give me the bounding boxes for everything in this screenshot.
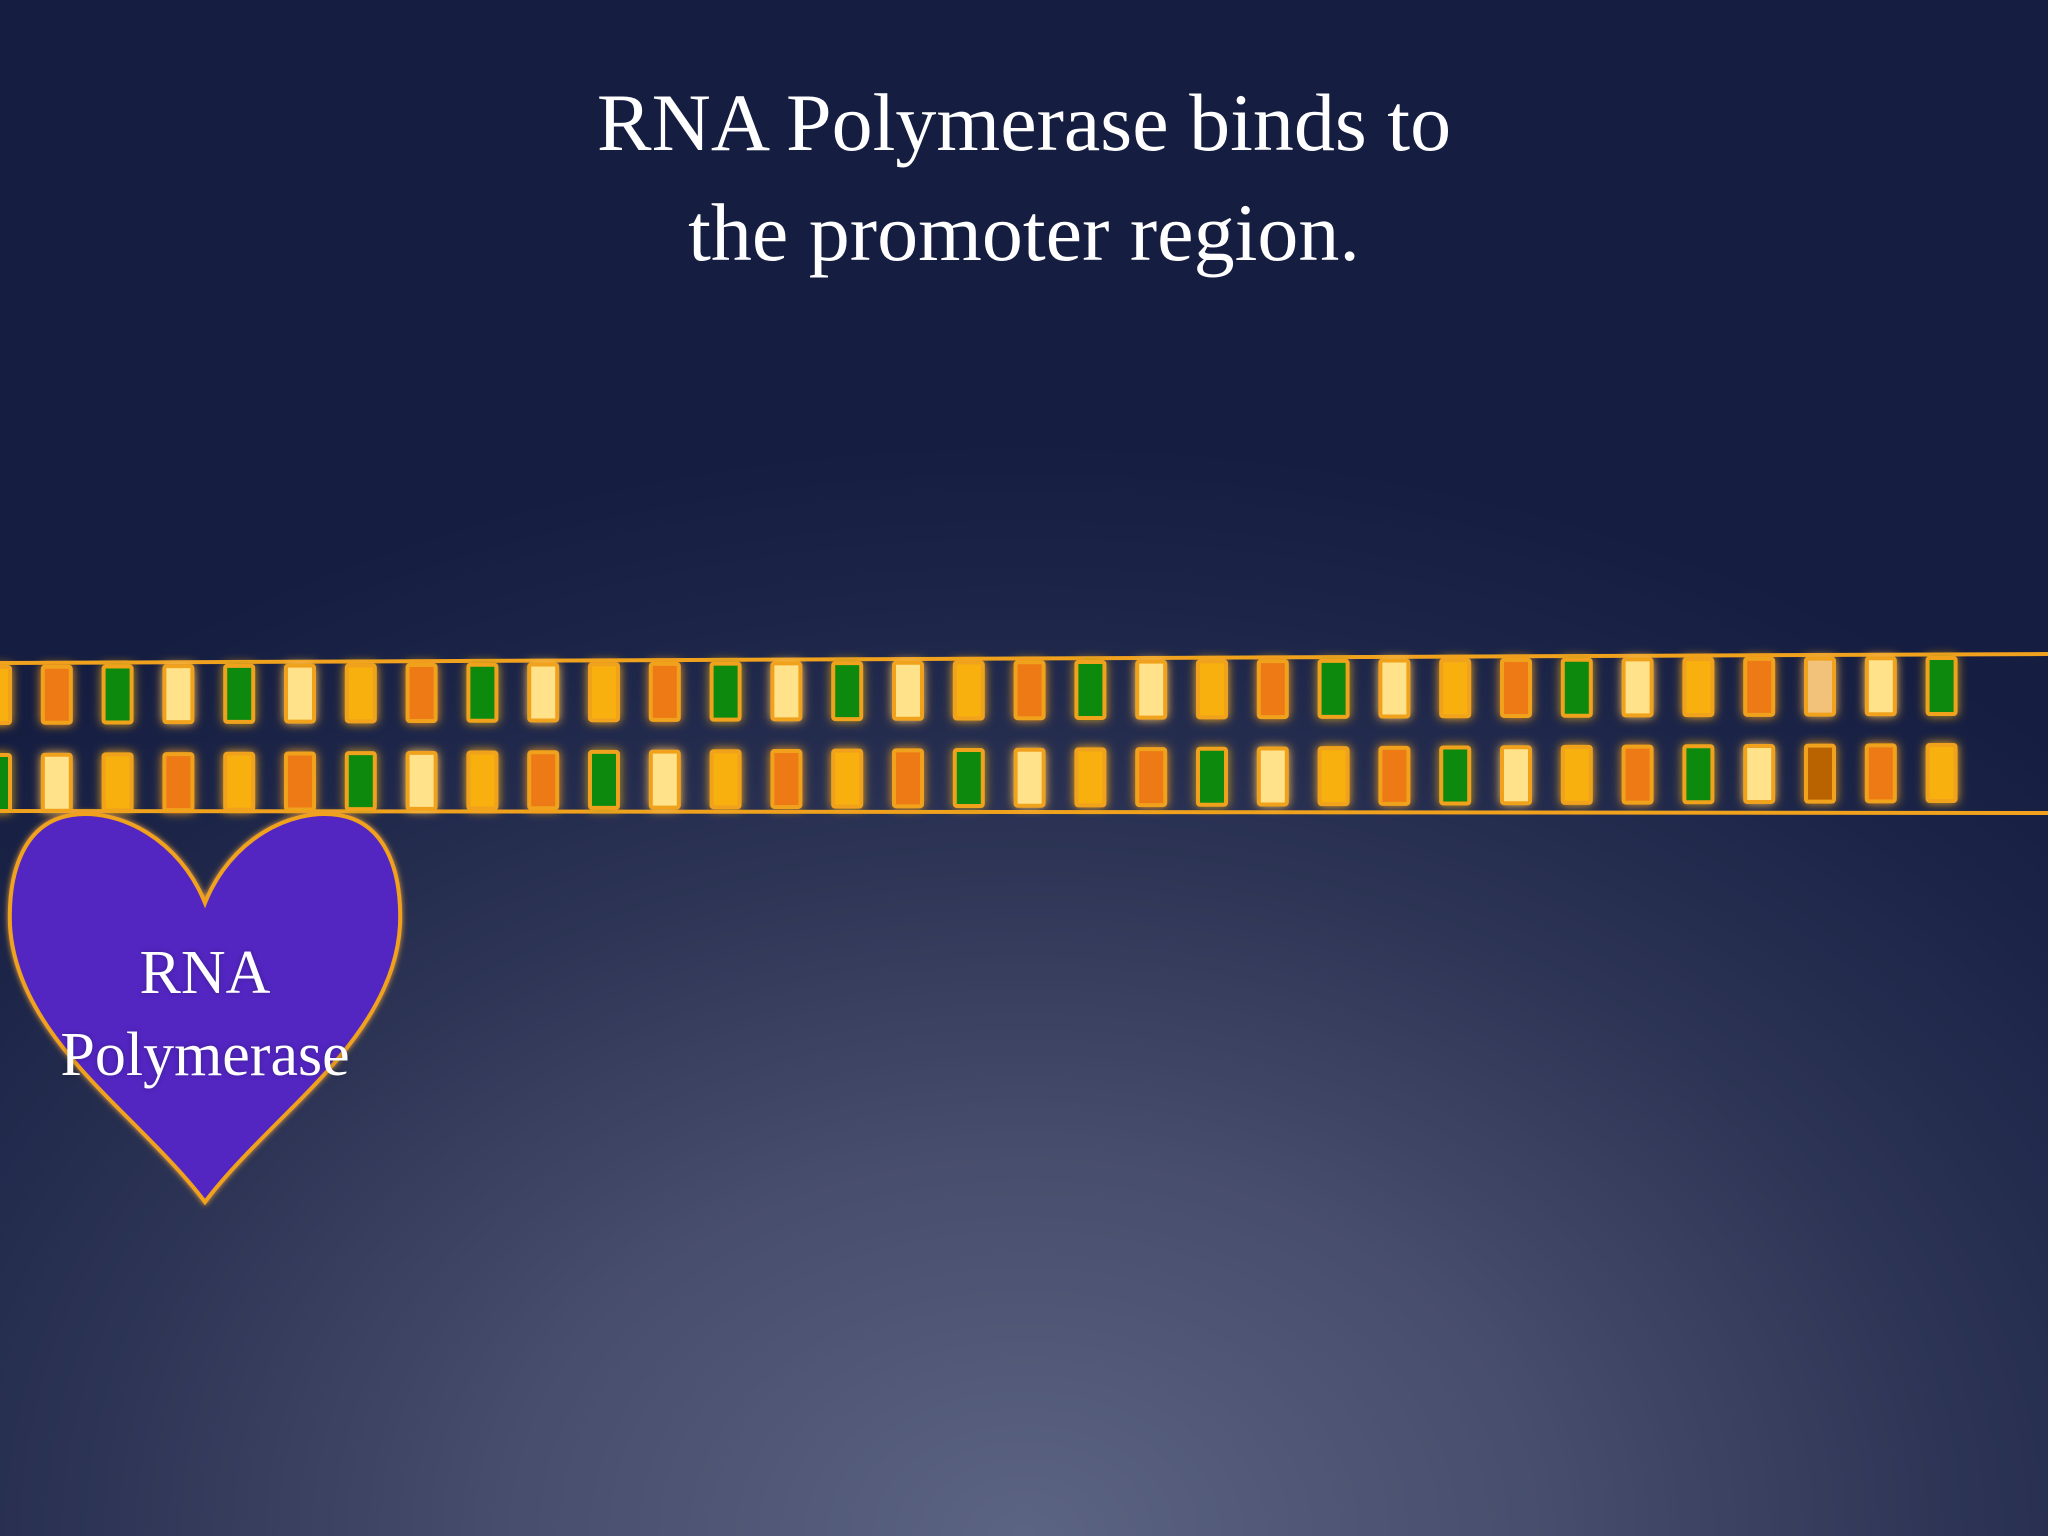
top-base-pair xyxy=(1074,659,1107,720)
bottom-base-pair xyxy=(588,749,620,810)
bottom-base-pair xyxy=(1256,746,1289,807)
bottom-base-pair xyxy=(1804,743,1836,804)
bottom-base-pair xyxy=(892,748,924,809)
top-base-pair xyxy=(1378,658,1411,719)
bottom-base-pair xyxy=(1317,746,1350,807)
top-base-pair xyxy=(1013,660,1046,721)
bottom-base-pair xyxy=(1439,745,1472,806)
bottom-base-pair xyxy=(527,750,560,811)
enzyme-label-line-1: RNA xyxy=(139,939,271,1007)
top-base-pair xyxy=(1804,656,1836,717)
bottom-base-pair xyxy=(1013,747,1046,808)
top-base-pair xyxy=(284,663,316,724)
dna-bottom-strand xyxy=(0,743,1958,813)
bottom-base-pair xyxy=(1682,744,1715,805)
top-base-pair xyxy=(0,665,12,725)
bottom-base-pair xyxy=(40,752,73,813)
top-base-pair xyxy=(344,663,377,724)
bottom-base-pair xyxy=(831,748,864,809)
top-base-pair xyxy=(1743,656,1776,717)
bottom-base-pair xyxy=(1196,746,1228,807)
top-base-pair xyxy=(648,661,681,722)
bottom-base-pair xyxy=(1074,747,1107,808)
top-base-pair xyxy=(40,664,73,725)
bottom-base-pair xyxy=(223,751,256,812)
bottom-base-pair xyxy=(952,748,985,808)
bottom-base-pair xyxy=(405,750,438,811)
top-base-pair xyxy=(709,661,742,722)
bottom-base-pair xyxy=(101,752,134,813)
bottom-base-pair xyxy=(1621,744,1654,805)
bottom-base-pair xyxy=(709,749,742,810)
enzyme-label: RNA Polymerase xyxy=(0,932,410,1096)
bottom-base-pair xyxy=(1500,745,1532,806)
bottom-base-pair xyxy=(1560,744,1593,805)
top-backbone-line xyxy=(0,652,2048,665)
bottom-base-pair xyxy=(284,751,316,812)
enzyme-label-line-2: Polymerase xyxy=(60,1021,350,1089)
top-base-pair xyxy=(1864,656,1897,717)
top-base-pair xyxy=(770,661,803,722)
bottom-base-pair xyxy=(1864,743,1897,804)
bottom-base-pair xyxy=(1135,747,1168,808)
top-base-pair xyxy=(223,663,256,724)
top-base-pair xyxy=(1500,657,1532,718)
top-base-pair xyxy=(527,662,560,723)
bottom-base-pair xyxy=(0,753,12,813)
top-base-pair xyxy=(1317,658,1350,719)
top-base-pair xyxy=(831,661,864,722)
top-base-pair xyxy=(1621,657,1654,718)
top-base-pair xyxy=(101,664,134,725)
top-base-pair xyxy=(1925,656,1958,716)
bottom-base-pair xyxy=(770,748,803,809)
bottom-base-pair xyxy=(1743,743,1776,804)
slide-title: RNA Polymerase binds to the promoter reg… xyxy=(0,68,2048,288)
bottom-base-pair xyxy=(1925,743,1958,803)
top-base-pair xyxy=(1560,657,1593,718)
top-base-pair xyxy=(892,660,924,721)
title-line-1: RNA Polymerase binds to xyxy=(596,77,1452,168)
bottom-base-pair xyxy=(344,751,377,812)
bottom-base-pair xyxy=(1378,745,1411,806)
dna-backbone xyxy=(0,652,2048,815)
top-base-pair xyxy=(1682,657,1715,718)
bottom-backbone-line xyxy=(0,809,2048,815)
top-base-pair xyxy=(1135,659,1168,720)
top-base-pair xyxy=(1196,659,1228,720)
top-base-pair xyxy=(1439,658,1472,719)
top-base-pair xyxy=(405,663,438,724)
top-base-pair xyxy=(952,660,985,721)
dna-top-strand xyxy=(0,656,1958,725)
top-base-pair xyxy=(1256,659,1289,720)
top-base-pair xyxy=(162,664,195,725)
bottom-base-pair xyxy=(466,750,499,811)
title-line-2: the promoter region. xyxy=(688,187,1360,278)
bottom-base-pair xyxy=(648,749,681,810)
top-base-pair xyxy=(466,662,499,723)
top-base-pair xyxy=(588,662,620,723)
bottom-base-pair xyxy=(162,752,195,813)
rna-polymerase-heart xyxy=(7,812,403,1206)
